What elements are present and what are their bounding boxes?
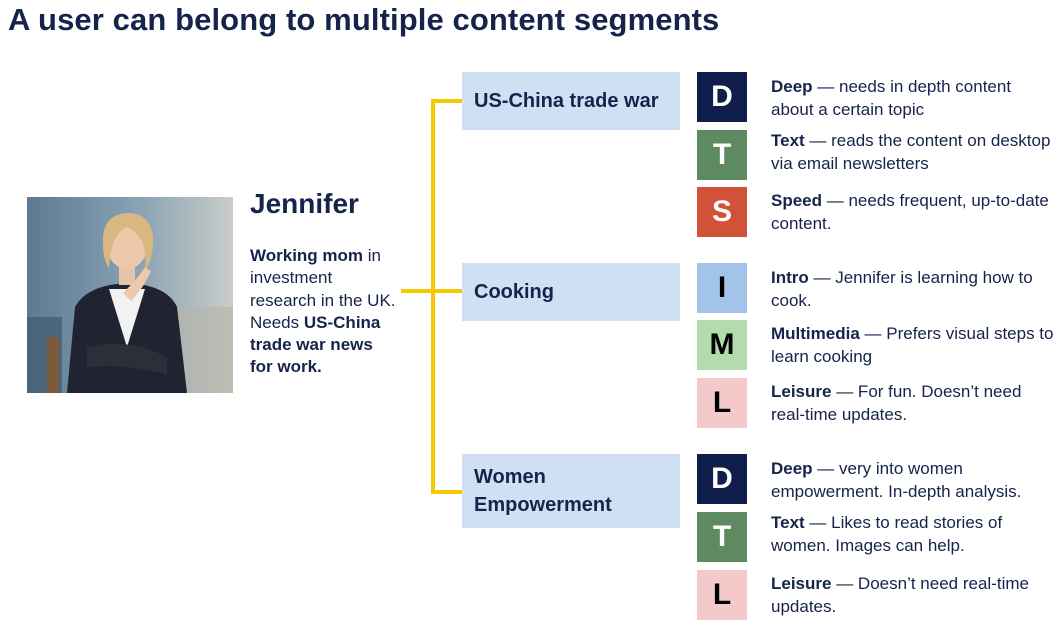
- segment-label: US-China trade war: [474, 87, 658, 115]
- trait-letter-badge: I: [697, 263, 747, 313]
- trait-letter-badge: D: [697, 72, 747, 122]
- trait-letter-badge: S: [697, 187, 747, 237]
- trait-letter-badge: D: [697, 454, 747, 504]
- persona-description-part: US-China trade war news for work.: [250, 312, 381, 377]
- trait-description: Intro — Jennifer is learning how to cook…: [771, 267, 1056, 312]
- trait-description: Deep — needs in depth content about a ce…: [771, 76, 1056, 121]
- trait-term: Text: [771, 131, 805, 150]
- persona-photo: [27, 197, 233, 393]
- trait-detail: — Jennifer is learning how to cook.: [771, 268, 1033, 310]
- trait-description: Deep — very into women empowerment. In-d…: [771, 458, 1056, 503]
- persona-name: Jennifer: [250, 188, 359, 219]
- trait-description: Multimedia — Prefers visual steps to lea…: [771, 323, 1056, 368]
- trait-letter-badge: T: [697, 512, 747, 562]
- trait-term: Leisure: [771, 382, 832, 401]
- trait-detail: — Likes to read stories of women. Images…: [771, 513, 1003, 555]
- persona-description-part: Working mom: [250, 246, 364, 265]
- trait-detail: — Prefers visual steps to learn cooking: [771, 324, 1054, 366]
- trait-detail: — very into women empowerment. In-depth …: [771, 459, 1022, 501]
- trait-detail: — For fun. Doesn’t need real-time update…: [771, 382, 1022, 424]
- segment-label: Cooking: [474, 278, 554, 306]
- page-title: A user can belong to multiple content se…: [8, 2, 720, 37]
- trait-letter-badge: M: [697, 320, 747, 370]
- trait-letter-badge: L: [697, 378, 747, 428]
- segment-box: US-China trade war: [462, 72, 680, 130]
- trait-detail: — needs frequent, up-to-date content.: [771, 191, 1049, 233]
- segment-label-line: US-China trade war: [474, 90, 659, 112]
- trait-detail: — Doesn’t need real-time updates.: [771, 574, 1029, 616]
- segment-label-line: Cooking: [474, 281, 554, 303]
- trait-term: Deep: [771, 77, 813, 96]
- trait-term: Speed: [771, 191, 823, 210]
- trait-detail: — reads the content on desktop via email…: [771, 131, 1051, 173]
- trait-description: Text — Likes to read stories of women. I…: [771, 512, 1056, 557]
- segment-label-line: Empowerment: [474, 494, 612, 516]
- trait-term: Deep: [771, 459, 813, 478]
- persona-description-part: in investment research in the UK. Needs: [250, 246, 396, 332]
- trait-letter-badge: L: [697, 570, 747, 620]
- trait-detail: — needs in depth content about a certain…: [771, 77, 1012, 119]
- segment-box: Cooking: [462, 263, 680, 321]
- persona-description: Working mom in investment research in th…: [250, 245, 400, 379]
- trait-description: Leisure — For fun. Doesn’t need real-tim…: [771, 381, 1056, 426]
- trait-description: Speed — needs frequent, up-to-date conte…: [771, 190, 1056, 235]
- trait-description: Leisure — Doesn’t need real-time updates…: [771, 573, 1056, 618]
- trait-letter-badge: T: [697, 130, 747, 180]
- trait-term: Multimedia: [771, 324, 860, 343]
- trait-term: Intro: [771, 268, 809, 287]
- segment-label-line: Women: [474, 466, 546, 488]
- trait-term: Leisure: [771, 574, 832, 593]
- trait-description: Text — reads the content on desktop via …: [771, 130, 1056, 175]
- trait-term: Text: [771, 513, 805, 532]
